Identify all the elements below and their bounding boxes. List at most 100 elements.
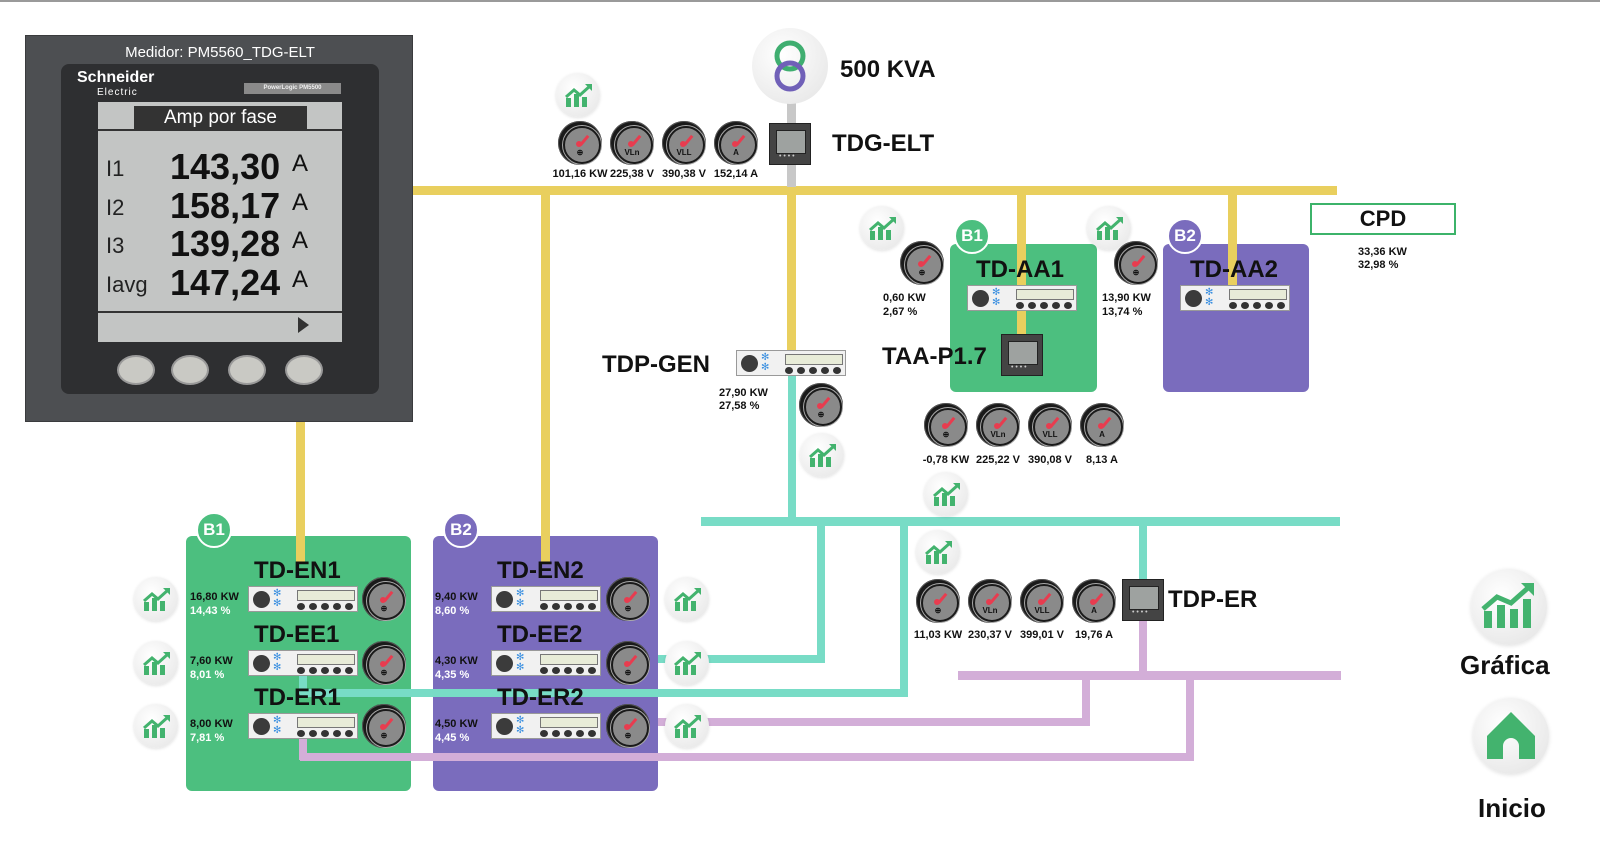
chart-button-feeder[interactable]: [665, 704, 709, 748]
chart-button-td-aa1[interactable]: [860, 206, 904, 250]
gauge-symbol: A: [1099, 430, 1105, 439]
chart-nav-button[interactable]: [1471, 569, 1547, 645]
chart-button-tdp-gen[interactable]: [800, 433, 844, 477]
normal-bus-drop-en2-inner: [541, 536, 550, 562]
chart-trend-icon: [143, 715, 170, 738]
gauge-symbol: VLn: [624, 148, 640, 157]
feeder-kw: 8,00 KW: [190, 718, 233, 730]
feeder-meter-device[interactable]: ✻✻: [248, 650, 358, 676]
gauge-symbol: ⊕: [576, 148, 584, 157]
gauge-symbol: A: [733, 148, 739, 157]
current-gauge-icon[interactable]: A: [1072, 579, 1116, 623]
tdg-elt-meter-icon[interactable]: [769, 123, 811, 165]
gauge-reading: 399,01 V: [1019, 629, 1065, 641]
power-gauge-icon[interactable]: ⊕: [606, 577, 650, 621]
gen-bus-ee1-inner: [299, 668, 307, 694]
td-aa2-device[interactable]: ✻✻: [1180, 285, 1290, 311]
chart-trend-icon: [674, 588, 701, 611]
taa-p17-meter-icon[interactable]: [1001, 334, 1043, 376]
chart-button-feeder[interactable]: [134, 704, 178, 748]
power-gauge-icon[interactable]: ⊕: [900, 241, 944, 285]
chart-button-feeder[interactable]: [134, 577, 178, 621]
gauge-reading: 11,03 KW: [913, 629, 963, 641]
feeder-kw: 4,50 KW: [435, 718, 478, 730]
power-gauge-icon[interactable]: ⊕: [606, 704, 650, 748]
feeder-meter-device[interactable]: ✻✻: [248, 586, 358, 612]
meter-key-4[interactable]: [285, 355, 323, 385]
cpd-label-box[interactable]: CPD: [1310, 203, 1456, 235]
emergency-drop-er1: [1186, 676, 1194, 761]
td-aa1-device[interactable]: ✻✻: [967, 285, 1077, 311]
tdp-gen-device[interactable]: ✻✻: [736, 350, 846, 376]
voltage-ln-gauge-icon[interactable]: VLn: [968, 579, 1012, 623]
power-gauge-icon[interactable]: ⊕: [362, 577, 406, 621]
chart-button-td-aa2[interactable]: [1087, 206, 1131, 250]
gauge-reading: 230,37 V: [967, 629, 1013, 641]
feeder-label: TD-EN1: [254, 557, 341, 584]
feeder-pct: 7,81 %: [190, 732, 225, 744]
chart-button-feeder[interactable]: [665, 577, 709, 621]
emergency-er1-inner-h: [300, 753, 411, 761]
power-gauge-icon[interactable]: ⊕: [799, 383, 843, 427]
power-gauge-icon[interactable]: ⊕: [1114, 241, 1158, 285]
power-gauge-icon[interactable]: ⊕: [924, 403, 968, 447]
gen-bus-drop-ee1: [900, 522, 908, 697]
feeder-kw: 7,60 KW: [190, 655, 233, 667]
taa-p17-label: TAA-P1.7: [882, 343, 987, 370]
power-gauge-icon[interactable]: ⊕: [916, 579, 960, 623]
feeder-meter-device[interactable]: ✻✻: [491, 713, 601, 739]
power-gauge-icon[interactable]: ⊕: [362, 641, 406, 685]
gauge-reading: 390,38 V: [661, 168, 707, 180]
b2-badge: B2: [1167, 218, 1203, 254]
home-nav-label[interactable]: Inicio: [1478, 793, 1546, 823]
chart-button-tdp-er[interactable]: [916, 530, 960, 574]
lcd-divider: [98, 129, 342, 131]
voltage-ll-gauge-icon[interactable]: VLL: [662, 121, 706, 165]
voltage-ll-gauge-icon[interactable]: VLL: [1028, 403, 1072, 447]
power-gauge-icon[interactable]: ⊕: [362, 704, 406, 748]
chart-trend-icon: [933, 483, 960, 506]
chart-button-feeder[interactable]: [665, 641, 709, 685]
emergency-drop-tdper: [1139, 620, 1147, 676]
feeder-kw: 4,30 KW: [435, 655, 478, 667]
voltage-ll-gauge-icon[interactable]: VLL: [1020, 579, 1064, 623]
voltage-ln-gauge-icon[interactable]: VLn: [976, 403, 1020, 447]
power-gauge-icon[interactable]: ⊕: [606, 641, 650, 685]
chart-button-tdg-elt[interactable]: [556, 73, 600, 117]
gauge-reading: 8,13 A: [1085, 454, 1118, 466]
emergency-drop-er2: [1082, 676, 1090, 726]
normal-bus-drop-gen: [787, 190, 796, 355]
gauge-symbol: VLn: [982, 606, 998, 615]
tdp-er-meter-icon[interactable]: [1122, 579, 1164, 621]
feeder-meter-device[interactable]: ✻✻: [491, 650, 601, 676]
normal-bus-drop-en1-inner: [296, 536, 305, 562]
next-arrow-icon[interactable]: [298, 317, 309, 333]
chart-button-feeder[interactable]: [134, 641, 178, 685]
current-gauge-icon[interactable]: A: [714, 121, 758, 165]
feeder-label: TD-EN2: [497, 557, 584, 584]
emergency-bus-main: [958, 671, 1341, 680]
chart-nav-label[interactable]: Gráfica: [1460, 650, 1550, 680]
cpd-pct: 32,98 %: [1358, 259, 1399, 271]
power-gauge-icon[interactable]: ⊕: [558, 121, 602, 165]
meter-key-3[interactable]: [228, 355, 266, 385]
meter-key-2[interactable]: [171, 355, 209, 385]
emergency-er2-feed: [650, 718, 1090, 726]
feeder-pct: 14,43 %: [190, 605, 231, 617]
voltage-ln-gauge-icon[interactable]: VLn: [610, 121, 654, 165]
feeder-meter-device[interactable]: ✻✻: [491, 586, 601, 612]
meter-key-1[interactable]: [117, 355, 155, 385]
feeder-meter-device[interactable]: ✻✻: [248, 713, 358, 739]
home-nav-button[interactable]: [1473, 698, 1549, 774]
current-gauge-icon[interactable]: A: [1080, 403, 1124, 447]
feeder-pct: 8,01 %: [190, 669, 225, 681]
gauge-reading: 390,08 V: [1027, 454, 1073, 466]
gauge-reading: 19,76 A: [1074, 629, 1114, 641]
chart-trend-icon: [925, 541, 952, 564]
transformer-button[interactable]: [752, 28, 828, 104]
chart-button-taa-p17[interactable]: [924, 472, 968, 516]
meter-title: Medidor: PM5560_TDG-ELT: [125, 44, 315, 61]
lcd-divider: [98, 311, 342, 313]
